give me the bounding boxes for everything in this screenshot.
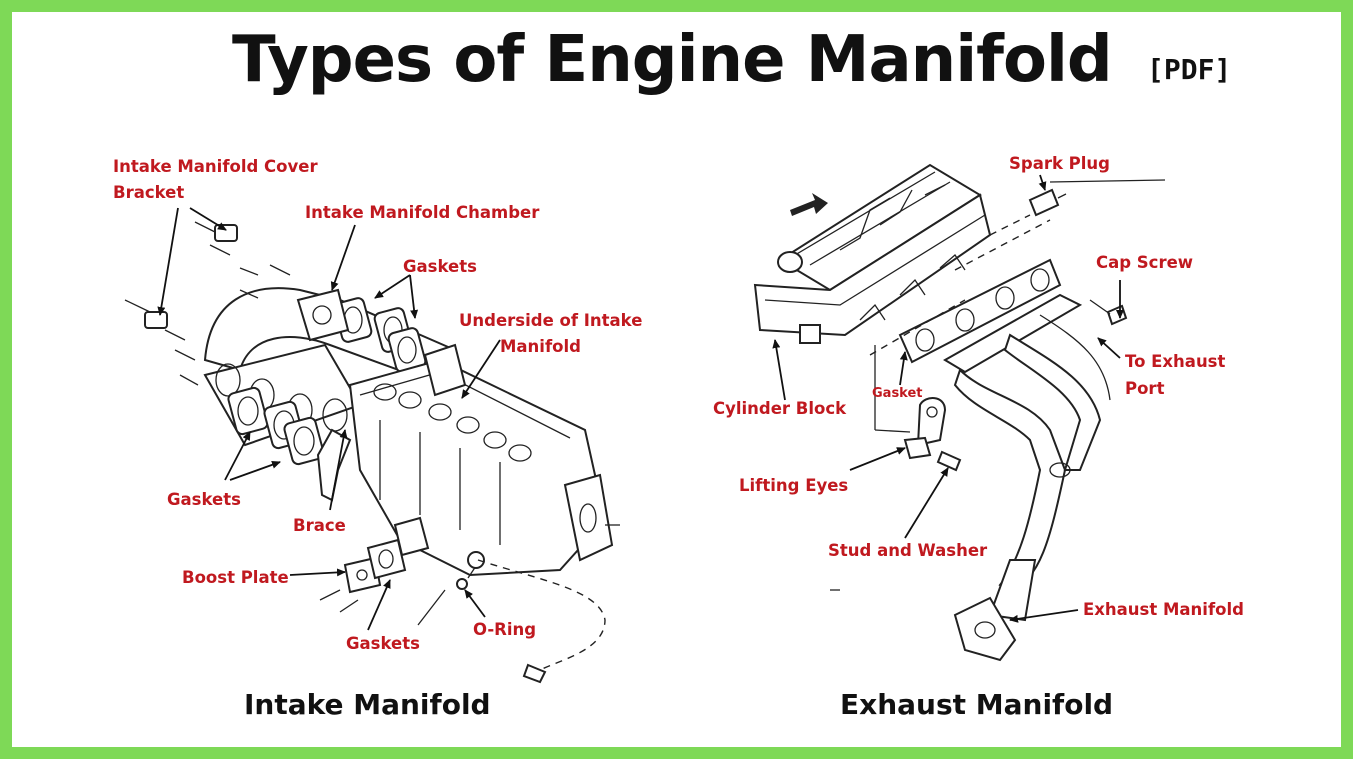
label-cover-bracket-1: Intake Manifold Cover [113, 157, 318, 176]
label-cover-bracket-2: Bracket [113, 183, 184, 202]
label-gaskets-bottom: Gaskets [346, 634, 420, 653]
label-spark-plug: Spark Plug [1009, 154, 1110, 173]
label-gaskets-left: Gaskets [167, 490, 241, 509]
label-underside-1: Underside of Intake [459, 311, 642, 330]
label-boost-plate: Boost Plate [182, 568, 289, 587]
label-brace: Brace [293, 516, 346, 535]
intake-manifold-drawing [124, 221, 620, 684]
label-gaskets-top: Gaskets [403, 257, 477, 276]
label-cylinder-block: Cylinder Block [713, 399, 847, 418]
gaskets-left-shapes [227, 386, 325, 466]
label-to-exhaust-2: Port [1125, 379, 1165, 398]
pdf-tag: [PDF] [1147, 53, 1232, 86]
label-lifting-eyes: Lifting Eyes [739, 476, 848, 495]
label-cap-screw: Cap Screw [1096, 253, 1193, 272]
label-to-exhaust-1: To Exhaust [1125, 352, 1226, 371]
caption-exhaust: Exhaust Manifold [840, 688, 1113, 721]
gaskets-top-shapes [333, 297, 427, 373]
label-stud-washer: Stud and Washer [828, 541, 988, 560]
label-underside-2: Manifold [500, 337, 581, 356]
label-gasket: Gasket [872, 386, 923, 401]
page-title: Types of Engine Manifold [232, 23, 1113, 97]
exhaust-leader-lines [772, 174, 1124, 623]
caption-intake: Intake Manifold [244, 688, 491, 721]
exhaust-manifold-drawing [753, 163, 1166, 662]
label-o-ring: O-Ring [473, 620, 536, 639]
label-exhaust-manifold: Exhaust Manifold [1083, 600, 1244, 619]
label-chamber: Intake Manifold Chamber [305, 203, 540, 222]
intake-leader-lines [157, 207, 501, 631]
